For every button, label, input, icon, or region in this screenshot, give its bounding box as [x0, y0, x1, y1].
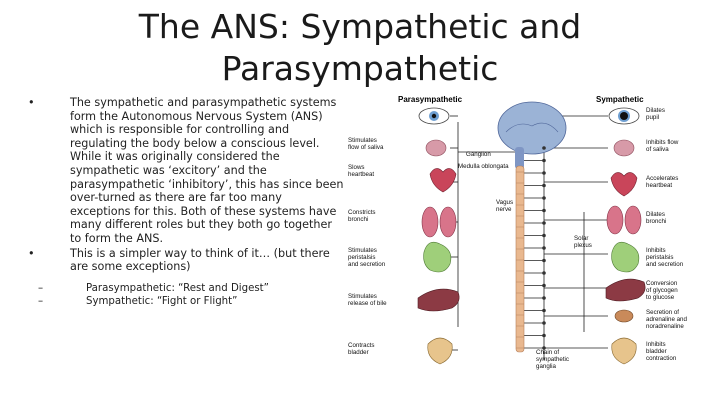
bullet-text: The sympathetic and parasympathetic syst…	[70, 96, 344, 245]
chain-ganglion	[542, 283, 546, 288]
liver-left	[417, 288, 460, 312]
spinal-cord	[515, 165, 525, 353]
chain-ganglion	[542, 296, 546, 300]
organ-illustrations	[417, 101, 646, 365]
chain-ganglion	[542, 196, 546, 200]
slide-title: The ANS: Sympathetic and Parasympathetic	[100, 6, 620, 90]
brain-fold	[505, 122, 559, 133]
adrenal-right	[614, 309, 634, 323]
sub-bullet-item: – Sympathetic: “Fight or Flight”	[38, 295, 344, 308]
sub-bullet-item: – Parasympathetic: “Rest and Digest”	[38, 282, 344, 295]
lung-left-a	[421, 206, 439, 238]
bullet-marker: •	[28, 96, 35, 109]
lung-right-a	[606, 205, 624, 235]
header-parasympathetic: Parasympathetic	[398, 95, 463, 104]
bullet-list: • The sympathetic and parasympathetic sy…	[28, 96, 344, 308]
header-sympathetic: Sympathetic	[596, 95, 644, 104]
brainstem	[515, 147, 524, 169]
heart-right	[610, 172, 638, 197]
chain-ganglion	[542, 271, 546, 275]
chain-ganglion	[542, 333, 546, 338]
medulla-oblongata-label: Medulla oblongata	[458, 163, 509, 170]
sub-bullet-text: Sympathetic: “Fight or Flight”	[86, 295, 238, 307]
chain-ganglion	[542, 246, 546, 250]
eye-right-pupil	[620, 112, 628, 120]
chain-ganglion	[542, 233, 546, 238]
chain-ganglion	[542, 171, 546, 175]
chain-ganglion	[542, 321, 546, 325]
bullet-text: This is a simpler way to think of it… (b…	[70, 246, 330, 274]
salivary-gland-left	[425, 139, 447, 157]
chain-ganglion	[542, 158, 546, 163]
nerve-lines	[450, 115, 608, 360]
sub-bullet-list: – Parasympathetic: “Rest and Digest” – S…	[38, 282, 344, 308]
lung-right-b	[624, 205, 642, 235]
bladder-left	[427, 337, 453, 365]
lung-left-b	[439, 206, 457, 238]
slide-title-line-1: The ANS: Sympathetic and	[138, 7, 582, 46]
heart-left	[429, 168, 457, 193]
sub-bullet-marker: –	[38, 295, 44, 307]
ganglion-label: Ganglion	[466, 151, 491, 158]
chain-ganglion	[542, 346, 546, 350]
stomach-left	[423, 241, 452, 273]
bullet-item: • The sympathetic and parasympathetic sy…	[28, 96, 344, 246]
bullet-marker: •	[28, 246, 35, 260]
brain	[497, 101, 567, 155]
chain-ganglion	[542, 146, 546, 150]
salivary-gland-right	[613, 139, 635, 157]
sub-bullet-text: Parasympathetic: “Rest and Digest”	[86, 282, 269, 294]
slide-title-line-2: Parasympathetic	[221, 49, 499, 88]
chain-ganglion	[542, 183, 546, 188]
sub-bullet-marker: –	[38, 282, 44, 294]
chain-ganglion	[542, 258, 546, 263]
eye-left-pupil	[431, 113, 437, 119]
bladder-right	[611, 337, 637, 365]
chain-ganglion	[542, 208, 546, 213]
bullet-item: • This is a simpler way to think of it… …	[28, 247, 344, 274]
chain-ganglion	[542, 308, 546, 313]
liver-right	[605, 278, 646, 302]
chain-ganglion	[542, 221, 546, 225]
stomach-right	[611, 241, 640, 273]
